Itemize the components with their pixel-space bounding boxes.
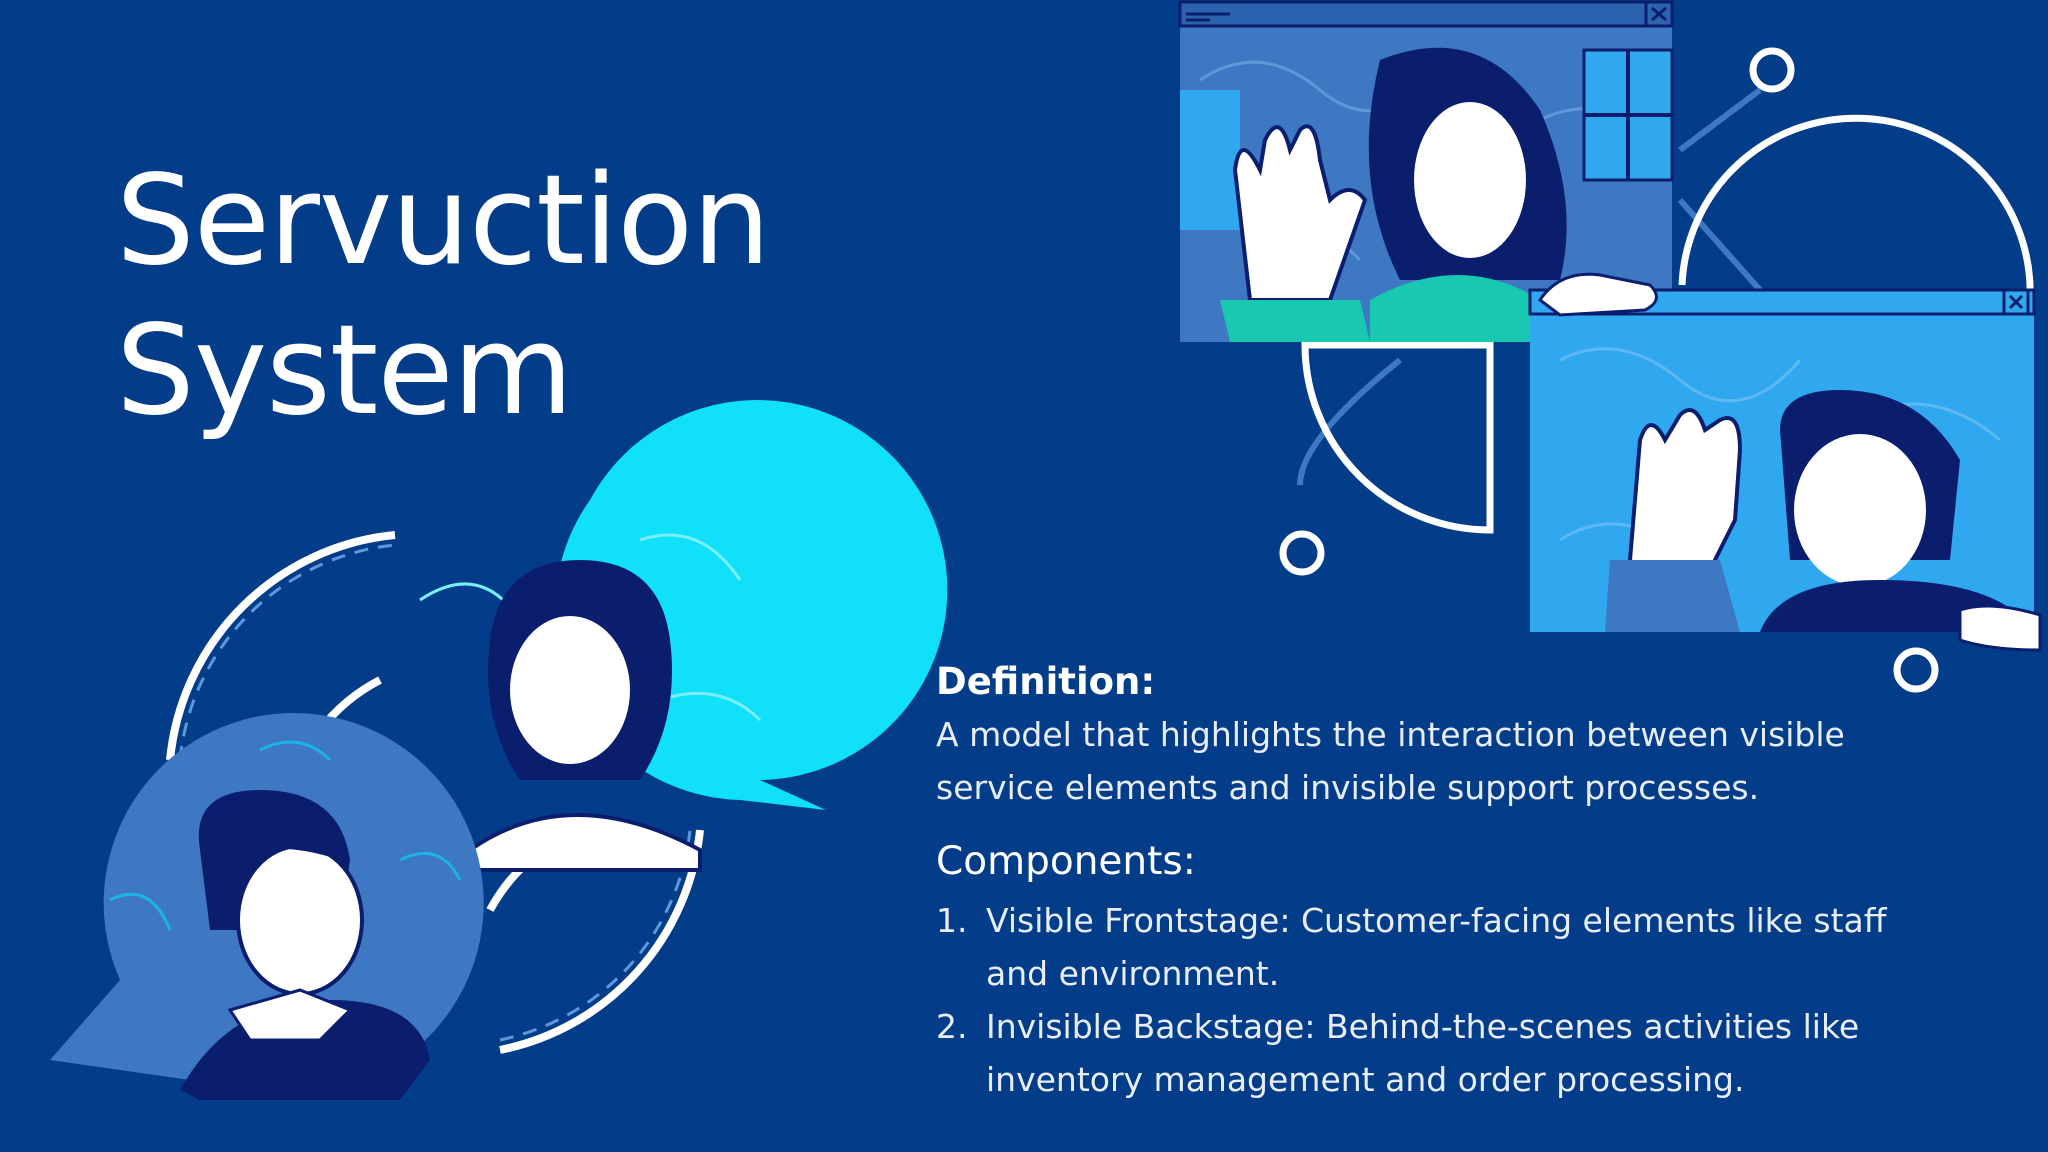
list-item-text: Visible Frontstage: Customer-facing elem… (986, 901, 1887, 993)
content-block: Definition: A model that highlights the … (936, 656, 1956, 1106)
waving-hand-icon (1232, 124, 1368, 302)
title-line-1: Servuction (116, 149, 771, 293)
list-item: 2. Invisible Backstage: Behind-the-scene… (936, 1000, 1956, 1106)
components-heading: Components: (936, 839, 1196, 884)
waving-hand-icon (1627, 408, 1743, 592)
circle-node-icon (1279, 530, 1325, 576)
list-item: 1. Visible Frontstage: Customer-facing e… (936, 894, 1956, 1000)
title-line-2: System (116, 299, 573, 443)
chat-bubble-avatar-icon (419, 400, 948, 872)
list-item-number: 1. (936, 901, 968, 940)
definition-text: A model that highlights the interaction … (936, 715, 1845, 807)
components-list: 1. Visible Frontstage: Customer-facing e… (936, 894, 1956, 1106)
chat-bubble-avatar-icon (50, 713, 484, 1100)
slide-title: Servuction System (116, 146, 771, 446)
list-item-text: Invisible Backstage: Behind-the-scenes a… (986, 1007, 1860, 1099)
video-call-window-icon (1178, 0, 1674, 342)
video-call-window-icon (1528, 272, 2042, 652)
circle-node-icon (1749, 47, 1795, 93)
circle-node-icon (1893, 647, 1939, 693)
definition-heading: Definition: (936, 660, 1156, 703)
list-item-number: 2. (936, 1007, 968, 1046)
